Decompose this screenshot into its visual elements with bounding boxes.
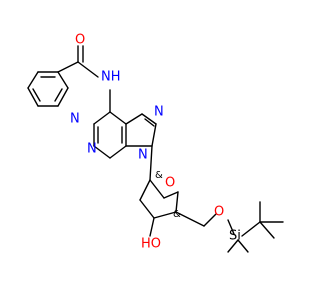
amide-nh-label: NH	[101, 70, 121, 85]
purine-n3-label: N	[87, 142, 97, 157]
benzoyl-group	[57, 45, 99, 78]
purine-n7-label: N	[154, 105, 164, 120]
stereo-mark-c1: &	[155, 170, 163, 181]
stereo-markers: & &	[155, 170, 181, 220]
silicon-label: Si	[229, 229, 241, 244]
benzene-ring	[27, 71, 69, 107]
structure-canvas: O NH N N N N O HO O Si & &	[27, 32, 284, 253]
carbonyl-oxygen-label: O	[75, 33, 85, 48]
atom-labels: O NH N N N N O HO O Si	[70, 33, 241, 252]
ring-oxygen-label: O	[165, 176, 175, 191]
structure-diagram: O NH N N N N O HO O Si & &	[27, 33, 284, 253]
stereo-mark-c4: &	[173, 209, 181, 220]
ether-oxygen-label: O	[214, 205, 224, 220]
silyl-ether-chain	[175, 201, 284, 253]
pyrimidine-ring	[93, 89, 127, 159]
purine-n9-label: N	[138, 148, 148, 163]
imidazole-ring	[125, 113, 157, 147]
sugar-ring	[139, 145, 179, 237]
purine-n1-label: N	[70, 112, 80, 127]
hydroxyl-label: HO	[141, 237, 161, 252]
